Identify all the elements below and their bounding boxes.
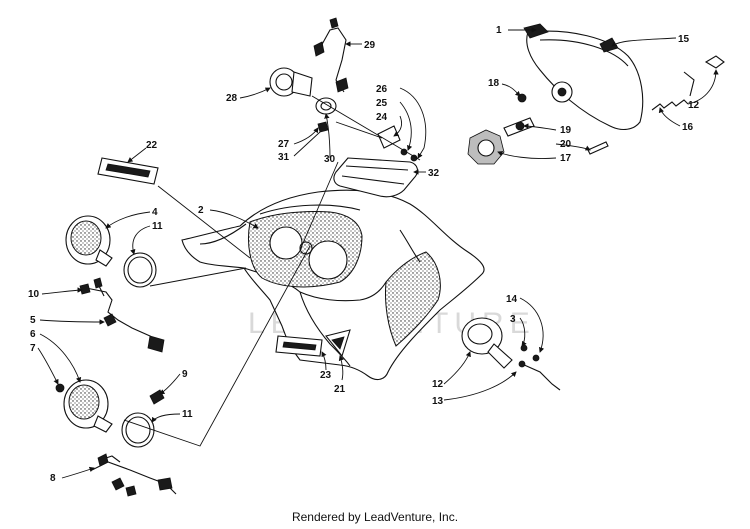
- callout-15: 14: [506, 294, 518, 305]
- callout-21: 20: [560, 139, 572, 150]
- callout-19: 18: [488, 78, 500, 89]
- callout-27: 26: [376, 84, 388, 95]
- callout-17: 16: [682, 122, 694, 133]
- callout-labels: 1 15 12 16 18 19 20 17 29 28 26 25 24 27…: [28, 25, 700, 484]
- leader-lines: [37, 27, 719, 479]
- callout-16: 15: [678, 34, 690, 45]
- callout-25: 24: [376, 112, 388, 123]
- callout-6: 6: [30, 329, 36, 340]
- decal-24: [275, 329, 351, 358]
- callout-4: 4: [152, 207, 158, 218]
- callout-23: 22: [146, 140, 158, 151]
- callout-13: 12: [432, 379, 444, 390]
- callout-24: 23: [320, 370, 332, 381]
- callout-14: 13: [432, 396, 444, 407]
- callout-12: 12: [688, 100, 700, 111]
- callout-30: 29: [364, 40, 376, 51]
- callout-31: 30: [324, 154, 336, 165]
- decal-23: [97, 157, 159, 185]
- callout-18: 17: [560, 153, 572, 164]
- windshield-trim-strip: [333, 157, 419, 198]
- right-gauge: [461, 317, 561, 391]
- callout-3: 3: [510, 314, 516, 325]
- callout-33: 32: [428, 168, 440, 179]
- callout-7: 7: [30, 343, 36, 354]
- left-gauges: [55, 215, 177, 497]
- callout-29: 28: [226, 93, 238, 104]
- callout-9: 9: [182, 369, 188, 380]
- callout-1: 1: [496, 25, 502, 36]
- callout-5: 5: [30, 315, 36, 326]
- callout-10: 10: [28, 289, 40, 300]
- callout-11-upper: 11: [152, 221, 163, 232]
- callout-8: 8: [50, 473, 56, 484]
- headlight-assembly: [467, 23, 725, 165]
- callout-26: 25: [376, 98, 388, 109]
- callout-2: 2: [198, 205, 204, 216]
- callout-28: 27: [278, 139, 290, 150]
- callout-32: 31: [278, 152, 290, 163]
- hood-console: [181, 189, 485, 381]
- rendered-by-credit: Rendered by LeadVenture, Inc.: [291, 510, 459, 524]
- upper-gauge-harness: [269, 17, 418, 162]
- callout-22: 21: [334, 384, 346, 395]
- callout-20: 19: [560, 125, 572, 136]
- callout-11-lower: 11: [182, 409, 193, 420]
